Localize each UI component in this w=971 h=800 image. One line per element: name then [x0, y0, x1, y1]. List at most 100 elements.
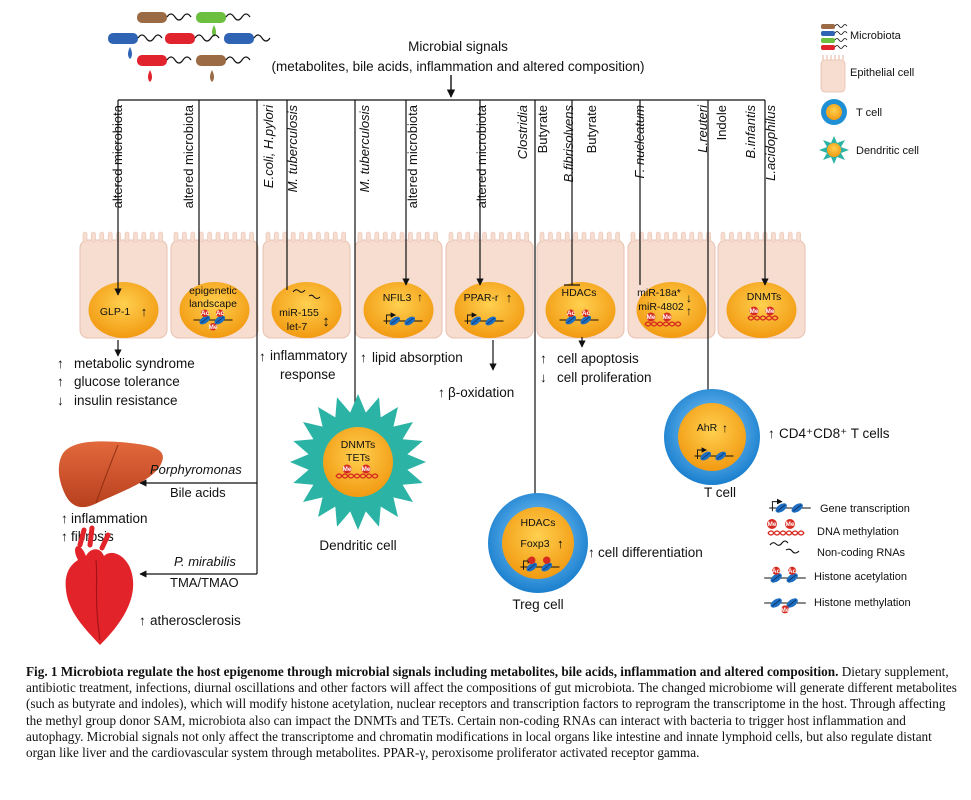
heart-connector [139, 480, 258, 578]
legend-epithelial-icon [820, 55, 846, 93]
nucleus-8-label: DNMTs [747, 291, 781, 303]
arrow-down-proliferation: ↓ [540, 370, 547, 385]
treg-cell: HDACs Foxp3 ↑ Treg cell [488, 493, 588, 612]
arrow-up-fibrosis: ↑ [61, 529, 68, 544]
epithelium [79, 231, 806, 339]
arrow-updown-mir: ↕ [322, 313, 330, 330]
heart-icon [65, 525, 134, 645]
legend-histone-acetylation-icon [763, 566, 807, 586]
outcome-differentiation: cell differentiation [598, 545, 703, 560]
legend-gene-transcription-label: Gene transcription [820, 503, 910, 515]
label-ecoli-hpylori: E.coli, H.pylori [261, 104, 276, 188]
arrow-up-mir: ↑ [686, 304, 692, 318]
caption-bold: Fig. 1 Microbiota regulate the host epig… [26, 664, 839, 679]
legend-tcell-icon [821, 99, 847, 125]
legend-histone-acetylation-label: Histone acetylation [814, 571, 907, 583]
treg-label-2: Foxp3 [520, 538, 549, 550]
mark-me-5: Me [765, 308, 774, 315]
label-butyrate-2: Butyrate [584, 105, 599, 153]
legend-mark-ac-1: Ac [772, 568, 781, 575]
outcome-atherosclerosis: atherosclerosis [150, 613, 241, 628]
outcome-metabolic: metabolic syndrome [74, 356, 195, 371]
label-m-tuberculosis-2: M. tuberculosis [357, 105, 372, 193]
epithelial-cell [170, 231, 259, 339]
outcome-lipid: lipid absorption [372, 350, 463, 365]
epithelial-cell [354, 231, 443, 339]
legend-dna-methylation-icon [767, 519, 805, 536]
arrow-up-foxp3: ↑ [557, 536, 564, 551]
mark-ac-2: Ac [216, 310, 225, 317]
mark-ac-1: Ac [201, 310, 210, 317]
nucleus-7-methyl [644, 312, 682, 327]
legend-mark-me-2: Me [785, 521, 794, 528]
arrow-up-inflammation: ↑ [61, 511, 68, 526]
arrow-up-inflam: ↑ [259, 349, 266, 364]
arrow-up-lipid: ↑ [360, 350, 367, 365]
legend-mark-ac-2: Ac [788, 568, 797, 575]
arrow-up-ppar: ↑ [506, 290, 513, 305]
dendritic-cell-name: Dendritic cell [319, 538, 396, 553]
treg-dna [520, 556, 560, 574]
mark-me-4: Me [749, 308, 758, 315]
nucleus-5-label: PPAR-r [464, 292, 499, 304]
legend-noncoding-label: Non-coding RNAs [817, 547, 906, 559]
vertical-labels: altered microbiota altered microbiota E.… [110, 104, 778, 208]
legend-microbiota-label: Microbiota [850, 30, 902, 42]
t-cell-name: T cell [704, 485, 736, 500]
nucleus-2-label-a: epigenetic [189, 285, 237, 297]
legend-tcell-label: T cell [856, 107, 882, 119]
modification-marks: Ac Ac Me Ac Ac Me Me Me Me Me Me Ac Ac M… [201, 308, 797, 614]
arrow-up-ahr: ↑ [722, 421, 728, 435]
legend-epithelial-label: Epithelial cell [850, 67, 914, 79]
arrow-up-beta: ↑ [438, 385, 445, 400]
nucleus-2-label-b: landscape [189, 298, 237, 310]
label-altered-microbiota-1: altered microbiota [110, 104, 125, 208]
mark-me-2: Me [646, 314, 655, 321]
treg-cell-name: Treg cell [512, 597, 563, 612]
outcome-inflammatory-1: inflammatory [270, 348, 348, 363]
nucleus-7-label-a: miR-18a* [637, 287, 681, 299]
dc-label-1: DNMTs [341, 439, 375, 451]
outcomes: ↑ metabolic syndrome ↑ glucose tolerance… [57, 337, 890, 560]
connector-lines [114, 100, 769, 506]
nucleus-6-label: HDACs [561, 287, 596, 299]
outcome-apoptosis: cell apoptosis [557, 351, 639, 366]
arrow-up-cd: ↑ [768, 426, 775, 441]
nucleus-3-label-b: let-7 [287, 321, 308, 333]
arrow-up-1: ↑ [57, 356, 64, 371]
liver-icon [58, 441, 163, 508]
nucleus-8-methyl [747, 306, 779, 321]
arrow-up-apoptosis: ↑ [540, 351, 547, 366]
outcome-beta: β-oxidation [448, 385, 514, 400]
epithelial-cell [627, 231, 716, 339]
label-bile-acids: Bile acids [170, 485, 226, 500]
nucleus-4-label: NFIL3 [383, 292, 412, 304]
dc-label-2: TETs [346, 452, 370, 464]
arrow-up-glp1: ↑ [141, 304, 148, 319]
signals-title: Microbial signals [408, 39, 508, 54]
label-l-reuteri: L.reuteri [695, 104, 710, 153]
nucleus-6-dna [559, 309, 599, 327]
legend-dendritic-icon [819, 136, 849, 164]
t-cell: AhR ↑ T cell [664, 389, 760, 500]
nucleus-2-dna [193, 309, 233, 331]
label-m-tuberculosis-1: M. tuberculosis [285, 105, 300, 193]
epithelial-cell [79, 231, 168, 339]
legend-dna-methylation-label: DNA methylation [817, 526, 899, 538]
legend-mark-me-3: Me [780, 607, 789, 614]
epithelial-cell [717, 231, 806, 339]
label-clostridia: Clostridia [515, 105, 530, 159]
treg-label-1: HDACs [520, 517, 555, 529]
outcome-inflammatory-2: response [280, 367, 336, 382]
label-indole: Indole [714, 105, 729, 140]
outcome-proliferation: cell proliferation [557, 370, 652, 385]
outcome-insulin: insulin resistance [74, 393, 178, 408]
arrow-down-mir: ↓ [686, 291, 692, 305]
label-altered-microbiota-4: altered microbiota [474, 104, 489, 208]
caption-text: Dietary supplement, antibiotic treatment… [26, 664, 957, 761]
nucleus-3-label-a: miR-155 [279, 307, 319, 319]
dc-mark-me-2: Me [361, 466, 370, 473]
dc-methyl: Me Me [335, 464, 379, 479]
epithelial-cell [536, 231, 625, 339]
arrow-down-1: ↓ [57, 393, 64, 408]
